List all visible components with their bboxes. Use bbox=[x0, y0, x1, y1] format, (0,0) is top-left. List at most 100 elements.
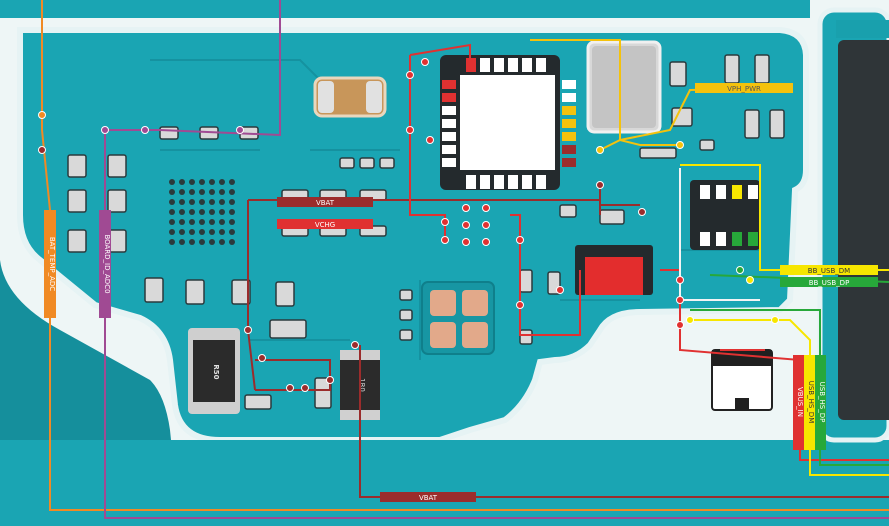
via-dot bbox=[286, 384, 294, 392]
bga-ball bbox=[209, 239, 215, 245]
bga-ball bbox=[209, 179, 215, 185]
bga-ball bbox=[209, 229, 215, 235]
via-dot bbox=[441, 218, 449, 226]
pmic-pad bbox=[466, 175, 476, 189]
bga-ball bbox=[189, 219, 195, 225]
bga-ball bbox=[199, 239, 205, 245]
via-dot bbox=[38, 111, 46, 119]
bga-ball bbox=[219, 189, 225, 195]
pmic-pad bbox=[522, 175, 532, 189]
smd-pad bbox=[275, 281, 295, 307]
smd-pad bbox=[399, 309, 413, 321]
bga-ball bbox=[179, 179, 185, 185]
pmic-pad bbox=[562, 80, 576, 89]
smd-pad bbox=[244, 394, 272, 410]
pmic-pad bbox=[494, 175, 504, 189]
via-dot bbox=[351, 341, 359, 349]
via-dot bbox=[38, 146, 46, 154]
via-dot bbox=[771, 316, 779, 324]
smd-pad bbox=[699, 139, 715, 151]
via-dot bbox=[462, 221, 470, 229]
pmic-pad bbox=[480, 175, 490, 189]
pmic-pad bbox=[442, 145, 456, 154]
pmic-pad bbox=[562, 158, 576, 167]
smd-pad bbox=[754, 54, 770, 84]
bga-ball bbox=[229, 209, 235, 215]
bga-ball bbox=[179, 209, 185, 215]
usb-switch-pad bbox=[748, 185, 758, 199]
label-vbus-in: VBUS_IN bbox=[796, 387, 804, 417]
pmic-pad bbox=[442, 119, 456, 128]
via-dot bbox=[426, 136, 434, 144]
bga-pads bbox=[169, 179, 235, 245]
via-dot bbox=[406, 71, 414, 79]
copper-pads bbox=[421, 281, 495, 355]
usb-switch-pad bbox=[732, 185, 742, 199]
label-vbat-top: VBAT bbox=[316, 199, 335, 207]
pmic-pad bbox=[562, 93, 576, 102]
smd-pad bbox=[639, 147, 677, 159]
smd-pad bbox=[67, 154, 87, 178]
label-usb-hs-dp: USB_HS_DP bbox=[818, 382, 826, 423]
bga-ball bbox=[219, 239, 225, 245]
bga-ball bbox=[189, 189, 195, 195]
sense-resistor-marking: R50 bbox=[212, 364, 220, 379]
usb-switch-pad bbox=[716, 232, 726, 246]
bga-ball bbox=[199, 209, 205, 215]
via-dot bbox=[516, 301, 524, 309]
smd-pad bbox=[559, 204, 577, 218]
usb-switch-pad bbox=[748, 232, 758, 246]
smd-pad bbox=[185, 279, 205, 305]
tag-usb-hs-dp bbox=[815, 355, 826, 450]
tag-vchg bbox=[277, 219, 373, 229]
tag-bat-temp bbox=[44, 210, 56, 318]
bga-ball bbox=[169, 189, 175, 195]
smd-pad bbox=[399, 329, 413, 341]
pmic-pad bbox=[562, 106, 576, 115]
smd-pad bbox=[671, 107, 693, 127]
bga-ball bbox=[229, 189, 235, 195]
label-board-id: BOARD_ID_ADC0 bbox=[103, 234, 111, 293]
bga-ball bbox=[169, 209, 175, 215]
via-dot bbox=[462, 238, 470, 246]
bga-ball bbox=[189, 179, 195, 185]
connector-chip bbox=[838, 40, 889, 420]
via-dot bbox=[482, 238, 490, 246]
bga-ball bbox=[209, 189, 215, 195]
via-dot bbox=[258, 354, 266, 362]
net-board-id bbox=[104, 0, 889, 519]
bga-ball bbox=[179, 219, 185, 225]
usb-switch-pad bbox=[732, 232, 742, 246]
smd-pad bbox=[599, 209, 625, 225]
smd-pad bbox=[144, 277, 164, 303]
pmic-pad bbox=[562, 145, 576, 154]
via-dot bbox=[686, 316, 694, 324]
bga-ball bbox=[209, 199, 215, 205]
via-dot bbox=[141, 126, 149, 134]
bga-ball bbox=[189, 199, 195, 205]
via-dot bbox=[638, 208, 646, 216]
via-dot bbox=[326, 376, 334, 384]
smd-pad bbox=[314, 377, 332, 409]
tag-vbat-top bbox=[277, 197, 373, 207]
tag-vph-pwr bbox=[695, 83, 793, 93]
smd-pad bbox=[67, 189, 87, 213]
pmic-pad bbox=[536, 175, 546, 189]
pmic-pad bbox=[466, 58, 476, 72]
bga-ball bbox=[169, 239, 175, 245]
tag-board-id bbox=[99, 210, 111, 318]
pmic-pad bbox=[442, 132, 456, 141]
smd-pad bbox=[769, 109, 785, 139]
pmic-pad bbox=[508, 175, 518, 189]
bga-ball bbox=[199, 199, 205, 205]
via-dot bbox=[676, 276, 684, 284]
sense-resistor: R50 bbox=[188, 328, 240, 414]
via-dot bbox=[596, 181, 604, 189]
usb-switch-pad bbox=[716, 185, 726, 199]
board-bottom-band bbox=[0, 440, 889, 526]
via-dot bbox=[236, 126, 244, 134]
smd-pad bbox=[669, 61, 687, 87]
bga-ball bbox=[179, 189, 185, 195]
pmic-pad bbox=[442, 106, 456, 115]
